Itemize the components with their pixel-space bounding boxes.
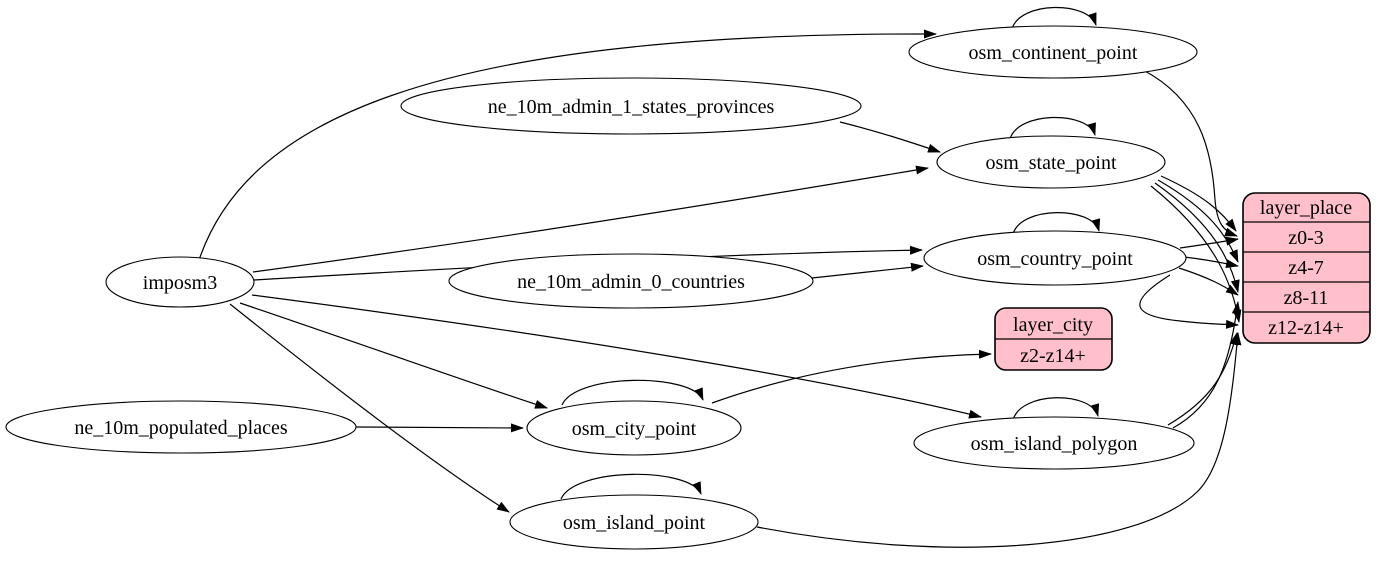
record-layer_place-row-z12-z14: z12-z14+ [1268,317,1344,339]
node-osm_island_polygon-label: osm_island_polygon [971,433,1138,455]
node-osm_country_point: osm_country_point [923,230,1187,286]
node-osm_state_point-label: osm_state_point [985,152,1117,174]
edge-osm_city_point-layer_city-z2-z14 [711,349,992,404]
edge-ne_10m_admin_0_countries-osm_country_point [811,262,924,279]
record-layer_place-row-z8-11: z8-11 [1284,287,1329,309]
record-layer_city: layer_city z2-z14+ [994,307,1113,371]
edge-osm_continent_point-layer_place-z0-3 [1142,69,1238,237]
edge-selfloop-osm_island_point [560,473,702,500]
node-ne_10m_admin_1_states_provinces: ne_10m_admin_1_states_provinces [400,77,862,135]
edge-ne_10m_admin_1_states_provinces-osm_state_point [839,121,941,153]
nodes: imposm3 ne_10m_populated_places ne_10m_a… [5,25,1198,550]
node-osm_continent_point-label: osm_continent_point [969,42,1138,64]
edge-imposm3-osm_island_polygon [251,294,982,419]
edge-imposm3-osm_island_point [229,303,510,513]
edge-osm_state_point-layer_place-z0-3 [1160,175,1237,232]
edge-imposm3-osm_state_point [252,165,929,273]
edge-osm_island_polygon-layer_place-z12-z14 [1167,332,1239,426]
edge-imposm3-osm_continent_point [198,29,937,261]
edge-selfloop-osm_island_polygon [1012,397,1100,421]
node-osm_continent_point: osm_continent_point [908,25,1198,79]
edge-osm_country_point-layer_place-z0-3 [1179,236,1239,249]
edge-osm_state_point-layer_place-z8-11 [1154,182,1240,293]
node-osm_city_point-label: osm_city_point [572,418,697,440]
node-osm_state_point: osm_state_point [936,135,1166,189]
node-imposm3: imposm3 [105,256,255,308]
edge-ne_10m_populated_places-osm_city_point [355,423,524,433]
node-osm_island_polygon: osm_island_polygon [913,416,1195,470]
edge-selfloop-osm_country_point [1012,212,1101,235]
edge-selfloop-osm_state_point [1009,116,1096,140]
record-layer_city-title: layer_city [1013,314,1093,336]
record-layer_place-title: layer_place [1260,197,1352,219]
record-layer_city-row-z2-z14: z2-z14+ [1020,345,1086,367]
edge-selfloop-osm_continent_point [1011,6,1097,30]
node-ne_10m_populated_places-label: ne_10m_populated_places [74,417,287,439]
node-ne_10m_admin_1_states_provinces-label: ne_10m_admin_1_states_provinces [488,96,775,118]
record-layer_place-row-z0-3: z0-3 [1288,227,1324,249]
edge-osm_country_point-layer_place-z4-7 [1183,256,1239,269]
node-osm_island_point: osm_island_point [509,494,759,550]
node-osm_city_point: osm_city_point [526,400,742,456]
edge-osm_state_point-layer_place-z4-7 [1157,179,1239,263]
record-layer_place: layer_place z0-3 z4-7 z8-11 z12-z14+ [1242,192,1371,344]
node-ne_10m_admin_0_countries-label: ne_10m_admin_0_countries [517,271,745,293]
node-ne_10m_populated_places: ne_10m_populated_places [5,400,357,454]
edge-osm_island_point-layer_place-z12-z14 [756,332,1242,548]
record-layer_place-row-z4-7: z4-7 [1288,257,1324,279]
edge-osm_country_point-layer_place-z8-11 [1178,267,1239,296]
node-osm_island_point-label: osm_island_point [563,512,706,534]
edge-selfloop-osm_city_point [561,379,704,406]
node-osm_country_point-label: osm_country_point [977,248,1133,270]
edge-osm_country_point-layer_place-z12-z14 [1139,274,1239,329]
edges [198,6,1242,548]
node-ne_10m_admin_0_countries: ne_10m_admin_0_countries [448,253,814,309]
node-imposm3-label: imposm3 [143,272,217,294]
edge-imposm3-osm_city_point [239,302,548,409]
